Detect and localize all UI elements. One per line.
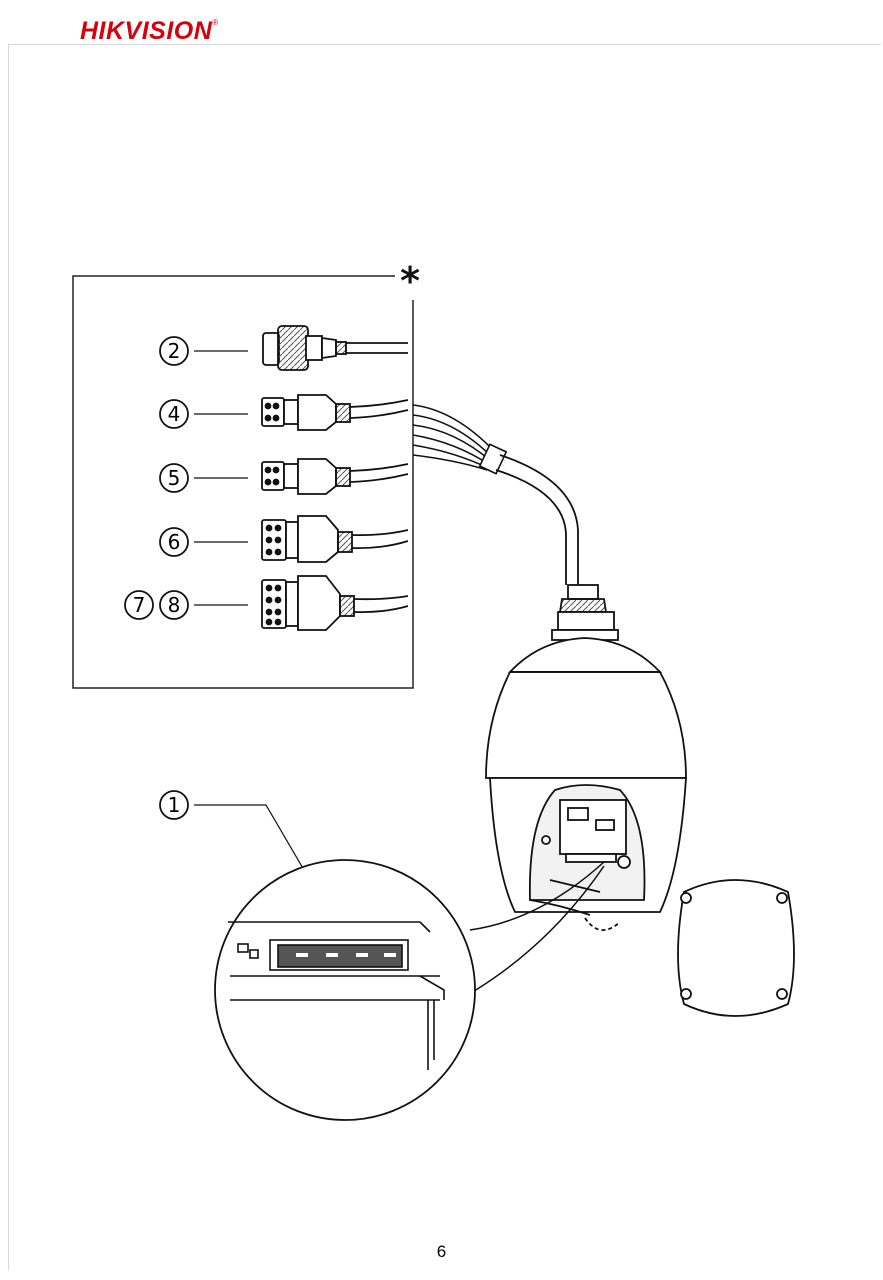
callout-2: 2 (160, 337, 188, 365)
terminal-connector-7-8 (194, 576, 408, 630)
cable-bundle (413, 405, 578, 585)
asterisk-mark: * (400, 259, 420, 303)
svg-text:1: 1 (168, 793, 181, 817)
callout-5: 5 (160, 464, 188, 492)
svg-text:4: 4 (168, 402, 181, 426)
callout-4: 4 (160, 400, 188, 428)
page-number: 6 (0, 1242, 883, 1262)
callout-8: 8 (160, 591, 188, 619)
terminal-connector-5 (194, 459, 408, 494)
svg-text:5: 5 (168, 466, 181, 490)
terminal-connector-4 (194, 395, 408, 430)
removed-cover (678, 880, 794, 1016)
terminal-connector-6 (194, 516, 408, 562)
callout-6: 6 (160, 528, 188, 556)
svg-text:8: 8 (168, 593, 181, 617)
callout-7: 7 (125, 591, 153, 619)
svg-text:2: 2 (168, 339, 181, 363)
ptz-camera (486, 585, 686, 930)
svg-text:6: 6 (168, 530, 181, 554)
svg-text:7: 7 (133, 593, 146, 617)
network-connector (194, 326, 408, 370)
callout-1: 1 (160, 791, 188, 819)
